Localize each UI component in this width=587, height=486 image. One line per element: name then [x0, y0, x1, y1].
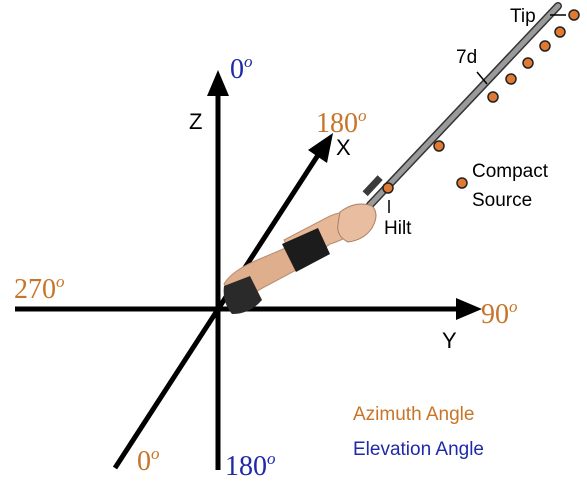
y-axis-label: Y: [442, 328, 457, 353]
z-axis-label: Z: [189, 109, 202, 134]
x-axis-label: X: [336, 135, 351, 160]
legend-elevation: Elevation Angle: [353, 439, 484, 460]
y-axis-arrow-head-icon: [456, 298, 482, 320]
spacing-label: 7d: [456, 47, 477, 68]
marker-mid: [433, 140, 445, 152]
spacing-leader: [476, 71, 488, 85]
marker-4: [539, 40, 551, 52]
hilt-label: Hilt: [384, 218, 412, 239]
azimuth-y-negative-label: 270o: [14, 272, 65, 305]
compact-source-label-line2: Source: [472, 190, 532, 211]
azimuth-y-positive-label: 90o: [481, 297, 518, 330]
x-axis-arrow-head-icon: [308, 133, 333, 163]
marker-2: [505, 73, 517, 85]
compact-source-marker-icon: [456, 177, 468, 189]
tip-label: Tip: [510, 6, 536, 27]
marker-3: [522, 57, 534, 69]
legend-azimuth: Azimuth Angle: [353, 404, 474, 425]
z-axis-arrow-head-icon: [207, 70, 229, 96]
rod-body: [367, 3, 561, 208]
azimuth-x-positive-label: 180o: [316, 106, 367, 139]
marker-hilt: [382, 182, 394, 194]
arm-illustration: [223, 203, 377, 314]
annotations: Tip 7d Hilt Compact Source: [384, 6, 566, 239]
marker-1: [487, 91, 499, 103]
x-axis-line: [112, 150, 323, 470]
elevation-bottom-label: 180o: [225, 449, 276, 481]
compact-source-label-line1: Compact: [472, 161, 549, 182]
azimuth-x-negative-label: 0o: [137, 444, 160, 477]
angle-labels: 0o 180o 270o 90o 0o 180o: [14, 52, 518, 482]
rod-group: [362, 2, 562, 209]
source-markers: [382, 9, 580, 194]
legend: Azimuth Angle Elevation Angle: [353, 404, 484, 460]
elevation-top-label: 0o: [230, 52, 253, 85]
marker-tip: [568, 9, 580, 21]
hilt-guard: [362, 175, 383, 197]
hand: [337, 203, 377, 243]
wrist-band: [282, 228, 330, 272]
shoulder-band: [223, 276, 262, 314]
marker-5: [554, 26, 566, 38]
